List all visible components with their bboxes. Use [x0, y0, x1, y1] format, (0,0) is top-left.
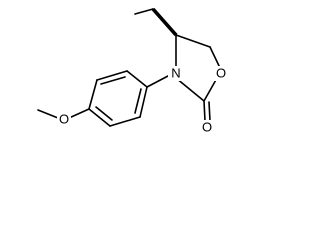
- bond-ar-c4-c5: [88, 108, 111, 127]
- bond-ar-c2-c3: [96, 70, 128, 81]
- bond-ar-c3-c4: [88, 79, 98, 110]
- molecule-diagram: N O O O: [37, 8, 228, 135]
- bond-ethyl-ch3-ch2: [134, 8, 154, 15]
- atom-o-methoxy: O: [59, 111, 69, 126]
- bond-ar-inner-1: [100, 76, 126, 85]
- bond-n-aryl: [146, 75, 169, 88]
- bond-carbonyl-2: [208, 101, 211, 122]
- bond-ar-inner-2: [95, 106, 113, 121]
- bond-c4-c5: [175, 34, 211, 48]
- bond-ar-c6-c1: [139, 86, 148, 118]
- bond-o-ch3: [37, 109, 59, 119]
- bond-carbonyl-1: [203, 100, 206, 122]
- atom-o-ring: O: [216, 65, 226, 80]
- atom-n: N: [171, 65, 180, 80]
- bond-o1-c2: [203, 77, 218, 102]
- bond-ar-c5-c6: [109, 116, 141, 127]
- bond-ar-o: [68, 108, 90, 119]
- bond-ar-inner-3: [134, 88, 142, 114]
- atom-o-carbonyl: O: [202, 119, 212, 134]
- structure-svg: N O O O: [37, 8, 228, 135]
- bond-c2-n3: [175, 77, 205, 102]
- stereo-wedge-bond: [151, 8, 178, 36]
- bond-ar-c1-c2: [126, 70, 148, 88]
